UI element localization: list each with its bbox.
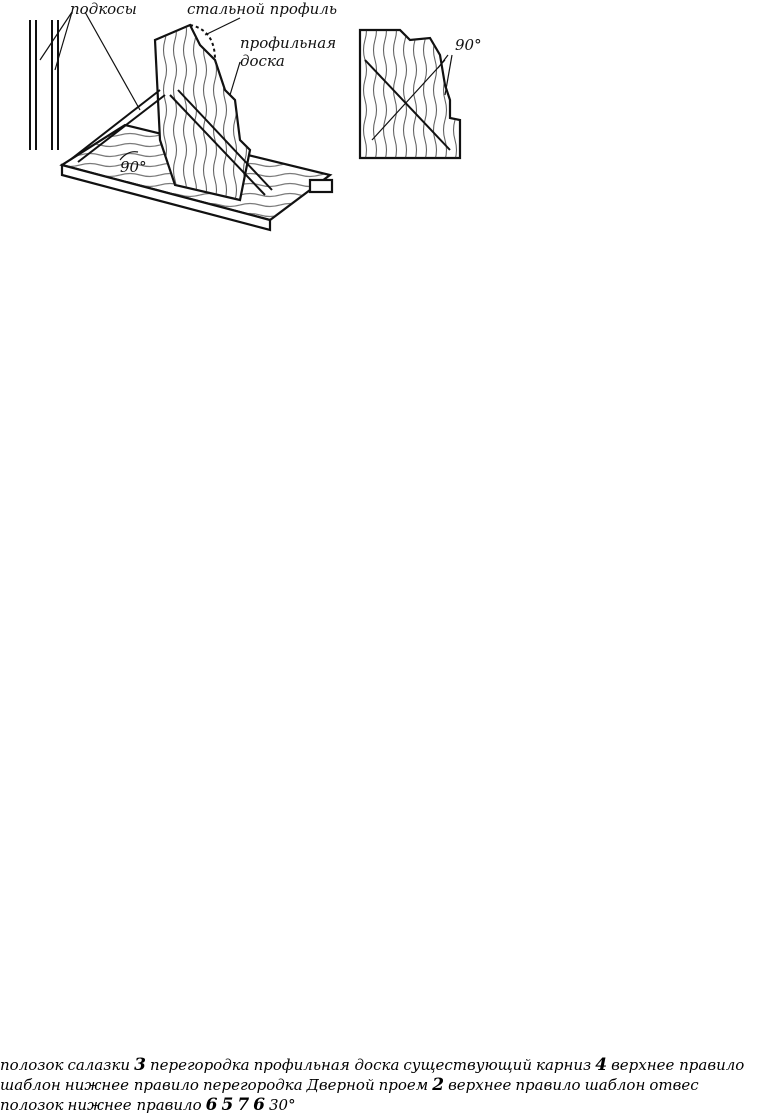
profile-board-detail: 90° [358,28,482,160]
panel-number-4: 2 [432,1075,445,1095]
label-steel-profile: стальной профиль [187,0,337,18]
label-angle-90-left: 90° [120,158,147,176]
skid-piece: полозок [0,1056,67,1074]
diagram-sheet: подкосы стальной профиль профильная доск… [29,0,482,232]
panel-number-3: 4 [595,1055,608,1075]
label-upper-rule-3: верхнее правило [611,1056,745,1074]
label-profile-board-2: доска [240,52,285,70]
label-partition-3: перегородка [202,1076,303,1094]
sledge-board: салазки [67,1056,134,1074]
label-lower-rule-3: нижнее правило [64,1076,199,1094]
label-existing-2: карниз [535,1056,592,1074]
panel-6-board: 6 [205,1095,222,1115]
label-angle-30: 30° [269,1096,296,1114]
panel-number-7: 7 [237,1095,250,1115]
label-polozok-1: полозок [0,1056,64,1074]
worker-7-head: 6 30° [253,1095,296,1115]
detail-circle: 6 30° [253,1095,296,1115]
label-skid-4: полозок [0,1096,64,1114]
label-door-1: Дверной [306,1076,375,1094]
label-template-3: шаблон [0,1076,61,1094]
illustration: подкосы стальной профиль профильная доск… [29,0,482,232]
panel-number-6: 6 [205,1095,218,1115]
panel-2-section: 3 перегородка профильная доска существую… [134,1055,595,1075]
label-door-2: проем [378,1076,429,1094]
label-lower-rule-4: нижнее правило [67,1096,202,1114]
label-upper-4a: верхнее [448,1076,512,1094]
panel-number-6b: 6 [253,1095,266,1115]
label-peregorodka-2: перегородка [149,1056,250,1074]
panel-number-2: 3 [134,1055,146,1075]
label-podkosy: подкосы [70,0,137,18]
label-plumb-4: отвес [649,1076,699,1094]
label-profile-board-2b: профильная доска [253,1056,400,1074]
panel-1-template: подкосы стальной профиль профильная доск… [29,0,337,232]
label-upper-4b: правило [515,1076,581,1094]
label-existing-1: существующий [403,1056,532,1074]
panel-5-workers: 5 [221,1095,237,1115]
panel-number-5: 5 [221,1095,234,1115]
panel-7-worker: 7 6 30° [237,1095,296,1115]
label-template-4: шаблон [584,1076,646,1094]
label-angle-90-right: 90° [455,36,482,54]
label-profile-board-1: профильная [240,34,336,52]
label-salazki: салазки [67,1056,131,1074]
